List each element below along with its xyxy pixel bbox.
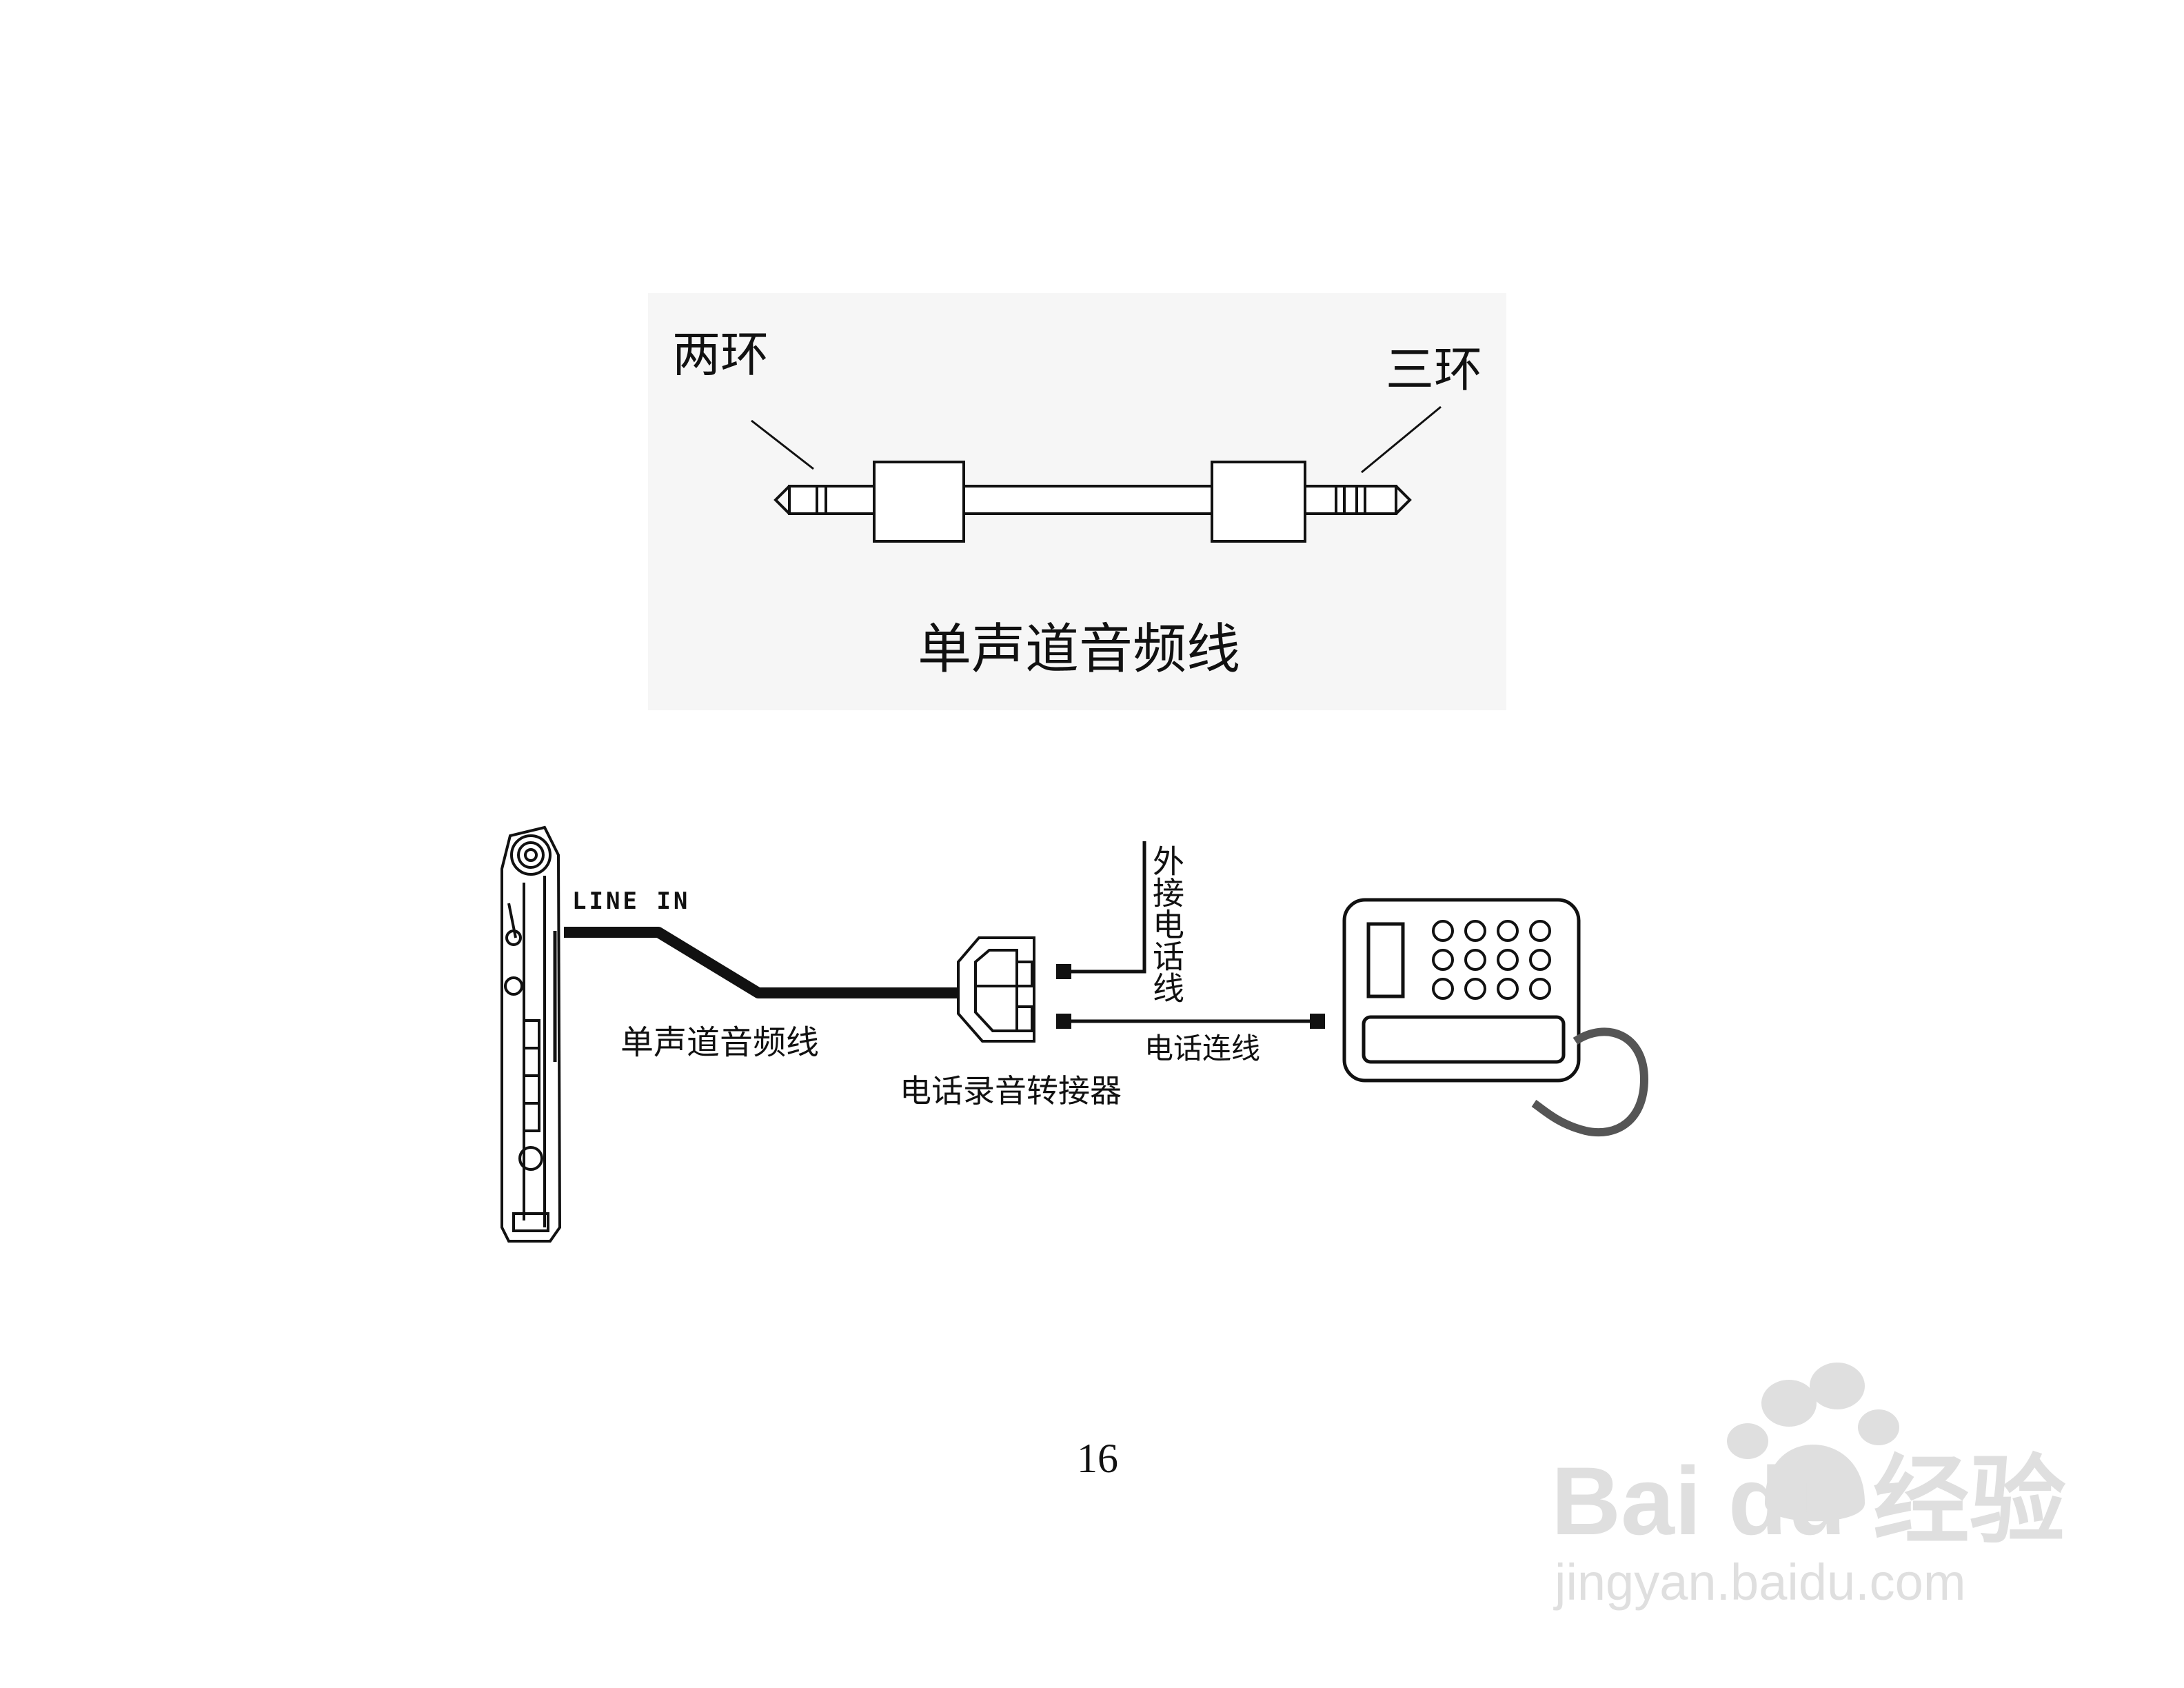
paw-logo-icon: [1727, 1363, 1899, 1522]
left-plug-housing: [873, 461, 965, 543]
phone-line-label: 电话连线: [1144, 1032, 1260, 1065]
right-plug-leader: [1361, 405, 1442, 474]
external-line-jack: [1056, 964, 1071, 979]
page-number: 16: [1077, 1436, 1118, 1481]
recording-adapter-icon: [957, 936, 1035, 1043]
audio-cable-line: [564, 927, 958, 998]
phone-line-jack-left: [1056, 1014, 1071, 1029]
adapter-label: 电话录音转接器: [900, 1072, 1122, 1109]
watermark-url: jingyan.baidu.com: [1553, 1554, 1965, 1611]
connection-diagram: LINE IN 单声道音频线 电话录音转接器 外接电话线 电话连线: [501, 825, 1649, 1243]
external-line-wire: [1071, 841, 1146, 974]
right-plug-label: 三环: [1386, 341, 1482, 398]
cable-caption: 单声道音频线: [918, 619, 1240, 681]
cable-diagram: 两环 三环 单声道音频线: [648, 293, 1506, 710]
phone-line-jack-right: [1310, 1014, 1325, 1029]
left-plug-label: 两环: [672, 326, 769, 383]
mono-cable: [962, 485, 1213, 515]
watermark-brand: Bai du 经验: [1551, 1447, 2066, 1555]
baidu-watermark: Bai du 经验 jingyan.baidu.com: [1551, 1363, 2066, 1611]
three-ring-plug-icon: [1304, 485, 1412, 515]
voice-recorder-icon: [501, 825, 562, 1243]
two-ring-plug-icon: [774, 485, 877, 515]
external-line-label: 外接电话线: [1148, 845, 1185, 1003]
left-plug-leader: [751, 419, 814, 470]
telephone-icon: [1342, 898, 1649, 1137]
right-plug-housing: [1211, 461, 1306, 543]
line-in-label: LINE IN: [572, 887, 690, 915]
audio-cable-label: 单声道音频线: [620, 1023, 819, 1062]
